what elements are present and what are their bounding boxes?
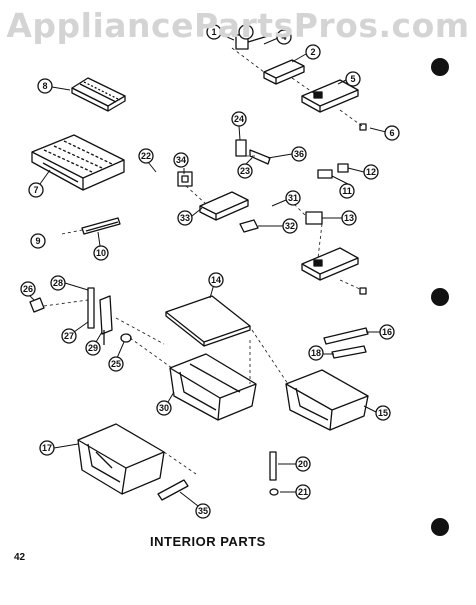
svg-text:15: 15 — [378, 408, 388, 418]
svg-text:9: 9 — [35, 236, 40, 246]
svg-text:33: 33 — [180, 213, 190, 223]
callout-9: 9 — [30, 233, 46, 249]
callout-3: 3 — [238, 24, 254, 40]
callout-25: 25 — [108, 341, 125, 372]
svg-text:27: 27 — [64, 331, 74, 341]
svg-text:12: 12 — [366, 167, 376, 177]
callout-28: 28 — [50, 275, 89, 291]
svg-text:21: 21 — [298, 487, 308, 497]
callout-4: 4 — [263, 29, 292, 45]
svg-text:18: 18 — [311, 348, 321, 358]
svg-text:6: 6 — [389, 128, 394, 138]
callout-27: 27 — [61, 321, 89, 344]
part-crisper-drawer-center — [169, 353, 257, 421]
callout-2: 2 — [291, 44, 321, 63]
callout-12: 12 — [347, 164, 379, 180]
svg-text:10: 10 — [96, 248, 106, 258]
svg-text:17: 17 — [42, 443, 52, 453]
part-shelf-supports — [29, 287, 132, 345]
part-small-clips — [239, 123, 367, 295]
callout-36: 36 — [267, 146, 307, 162]
callout-20: 20 — [278, 456, 311, 472]
svg-text:30: 30 — [159, 403, 169, 413]
part-control-housing-lower — [301, 247, 359, 281]
callout-10: 10 — [93, 231, 109, 261]
part-dividers — [323, 327, 369, 359]
svg-text:14: 14 — [211, 275, 221, 285]
alignment-lines — [43, 47, 363, 475]
part-ice-tray — [71, 77, 126, 112]
svg-text:7: 7 — [33, 185, 38, 195]
callout-29: 29 — [85, 331, 103, 356]
callout-31: 31 — [271, 190, 301, 207]
callout-34: 34 — [173, 152, 189, 174]
callout-21: 21 — [280, 484, 311, 500]
callout-26: 26 — [20, 281, 36, 301]
svg-text:26: 26 — [23, 284, 33, 294]
callout-16: 16 — [366, 324, 395, 340]
callout-22: 22 — [138, 148, 157, 173]
svg-text:25: 25 — [111, 359, 121, 369]
part-control-housing-upper — [301, 79, 359, 113]
svg-text:28: 28 — [53, 278, 63, 288]
svg-text:22: 22 — [141, 151, 151, 161]
svg-text:24: 24 — [234, 114, 244, 124]
registration-dot-middle — [431, 288, 449, 306]
svg-text:5: 5 — [350, 74, 355, 84]
callout-8: 8 — [37, 78, 71, 94]
svg-text:3: 3 — [243, 27, 248, 37]
callout-32: 32 — [258, 218, 298, 234]
part-trim-strip — [81, 217, 121, 235]
callout-35: 35 — [179, 491, 211, 519]
svg-text:2: 2 — [310, 47, 315, 57]
svg-text:29: 29 — [88, 343, 98, 353]
part-bottom-trim — [157, 479, 189, 501]
part-middle-bracket — [177, 139, 271, 221]
svg-text:35: 35 — [198, 506, 208, 516]
svg-text:1: 1 — [211, 27, 216, 37]
svg-text:4: 4 — [281, 32, 286, 42]
page-number: 42 — [14, 552, 26, 563]
callout-5: 5 — [337, 71, 361, 87]
callout-17: 17 — [39, 440, 79, 456]
svg-text:8: 8 — [42, 81, 47, 91]
callout-7: 7 — [28, 169, 51, 198]
registration-dot-top — [431, 58, 449, 76]
svg-text:20: 20 — [298, 459, 308, 469]
callout-1: 1 — [206, 24, 235, 41]
callout-labels: 1 2 3 4 5 6 7 8 9 10 11 12 13 14 15 16 1… — [20, 24, 400, 519]
svg-text:36: 36 — [294, 149, 304, 159]
svg-text:16: 16 — [382, 327, 392, 337]
svg-text:32: 32 — [285, 221, 295, 231]
callout-13: 13 — [322, 210, 357, 226]
part-wire-shelf — [31, 134, 125, 191]
svg-text:13: 13 — [344, 213, 354, 223]
watermark-text: AppliancePartsPros.com — [6, 6, 470, 45]
callout-14: 14 — [208, 272, 224, 299]
svg-text:34: 34 — [176, 155, 186, 165]
part-top-bracket — [235, 34, 305, 85]
callout-24: 24 — [231, 111, 247, 141]
callout-15: 15 — [363, 405, 391, 421]
callout-33: 33 — [177, 207, 203, 226]
part-crisper-drawer-bottom — [77, 423, 165, 495]
callout-18: 18 — [308, 345, 334, 361]
callout-6: 6 — [369, 125, 400, 141]
svg-text:23: 23 — [240, 166, 250, 176]
callout-11: 11 — [331, 175, 355, 199]
part-crisper-drawer-right — [285, 369, 369, 431]
callout-30: 30 — [156, 391, 175, 416]
part-crisper-cover — [165, 295, 251, 347]
svg-text:11: 11 — [342, 186, 352, 196]
diagram-caption: INTERIOR PARTS — [150, 534, 266, 549]
callout-23: 23 — [237, 157, 253, 179]
svg-text:31: 31 — [288, 193, 298, 203]
part-post-and-washer — [269, 451, 279, 496]
registration-dot-bottom — [431, 518, 449, 536]
